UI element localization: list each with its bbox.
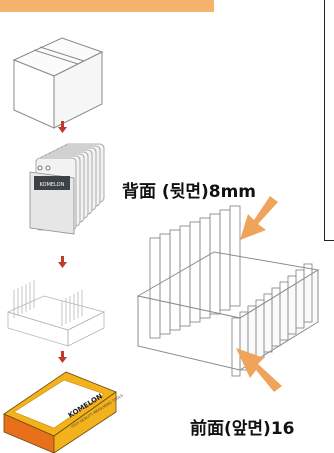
front-face-label: 前面(앞면)16	[190, 419, 295, 439]
header-accent-bar	[0, 0, 214, 12]
down-arrow-1	[58, 121, 67, 133]
insert-tray-large	[136, 205, 320, 377]
down-arrow-2	[58, 256, 67, 268]
insert-tray-small	[6, 280, 106, 347]
down-arrow-3	[58, 351, 67, 363]
front-face-pointer-arrow	[236, 348, 282, 392]
side-panel-border	[324, 0, 334, 241]
closed-carton-box	[12, 37, 104, 129]
open-display-box: KOMELON HIGH QUALITY MEASURING TOOLS KOM…	[3, 371, 124, 453]
tape-measure-card-stack: KOMELON	[29, 143, 105, 235]
back-face-pointer-arrow	[240, 196, 278, 240]
back-face-label: 背面 (뒷면)8mm	[122, 182, 256, 202]
card-brand-text: KOMELON	[40, 182, 65, 188]
